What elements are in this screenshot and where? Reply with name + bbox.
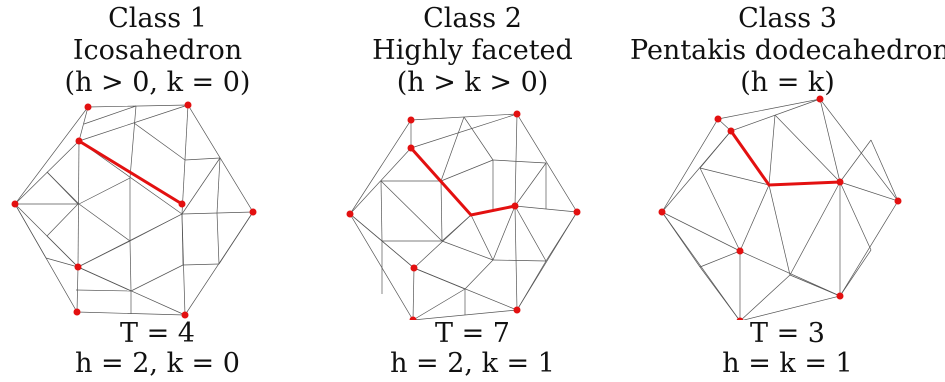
panel-class-3: Class 3 Pentakis dodecahedron (h = k) [630, 0, 945, 382]
hk-values: h = 2, k = 0 [75, 348, 240, 379]
triangular-mesh [349, 113, 578, 320]
highly-faceted-diagram [346, 110, 581, 320]
hk-path-line [77, 139, 184, 206]
panel-class-2: Class 2 Highly faceted (h > k > 0) [315, 0, 630, 382]
class-label: Class 2 [423, 3, 522, 34]
triangular-mesh [661, 98, 899, 320]
t-number: T = 7 [435, 318, 510, 349]
polyhedron-name: Icosahedron [72, 35, 243, 66]
polyhedron-name: Highly faceted [372, 35, 573, 66]
icosahedron-diagram [11, 101, 257, 319]
hk-condition: (h = k) [740, 67, 835, 98]
polyhedron-name: Pentakis dodecahedron [630, 35, 945, 66]
hk-path-line [409, 146, 517, 217]
vertex-markers [658, 95, 902, 320]
panel-class-1: Class 1 Icosahedron (h > 0, k = 0) [0, 0, 315, 382]
hk-condition: (h > k > 0) [396, 67, 549, 98]
vertex-markers [11, 101, 257, 319]
pentakis-dodecahedron-diagram [658, 95, 902, 320]
hk-values: h = 2, k = 1 [390, 348, 555, 379]
t-number: T = 4 [120, 318, 195, 349]
class-label: Class 3 [738, 3, 837, 34]
t-number: T = 3 [750, 318, 825, 349]
triangular-mesh [14, 104, 254, 316]
class-label: Class 1 [108, 3, 207, 34]
hk-condition: (h > 0, k = 0) [64, 67, 251, 98]
hk-values: h = k = 1 [722, 348, 853, 379]
hk-path-line [729, 129, 842, 187]
vertex-markers [346, 110, 581, 320]
